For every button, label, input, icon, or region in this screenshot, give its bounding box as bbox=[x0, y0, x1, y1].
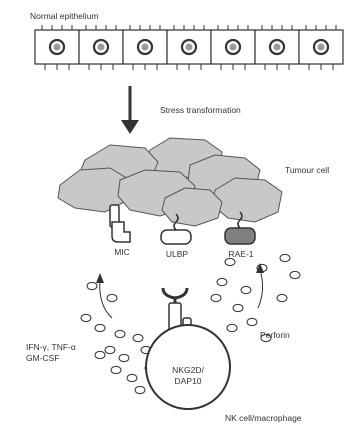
label-ulbp: ULBP bbox=[166, 249, 188, 259]
label-tumour-cell: Tumour cell bbox=[285, 165, 329, 175]
perforin-granule bbox=[217, 278, 227, 285]
perforin-granule bbox=[227, 324, 237, 331]
cytokine-granule bbox=[115, 330, 125, 337]
perforin-granule bbox=[233, 304, 243, 311]
label-receptor-line2: DAP10 bbox=[175, 376, 202, 386]
epithelial-cell bbox=[299, 25, 343, 70]
label-mic: MIC bbox=[114, 247, 130, 257]
perforin-granule bbox=[241, 286, 251, 293]
perforin-granule bbox=[277, 294, 287, 301]
cytokine-granule bbox=[119, 354, 129, 361]
cytokine-granules bbox=[81, 282, 155, 393]
perforin-granule bbox=[280, 254, 290, 261]
cytokine-granule bbox=[111, 366, 121, 373]
cytokine-granule bbox=[135, 386, 145, 393]
cytokine-granule bbox=[133, 334, 143, 341]
epithelium-row bbox=[35, 25, 343, 70]
epithelial-cell bbox=[35, 25, 79, 70]
label-perforin: Perforin bbox=[260, 330, 290, 340]
epithelial-cell bbox=[167, 25, 211, 70]
label-receptor-line1: NKG2D/ bbox=[172, 365, 204, 375]
label-normal-epithelium: Normal epithelium bbox=[30, 11, 99, 21]
cytokine-granule bbox=[87, 282, 97, 289]
epithelial-cell bbox=[211, 25, 255, 70]
cytokine-granule bbox=[95, 324, 105, 331]
cytokine-granule bbox=[95, 351, 105, 358]
cytokine-granule bbox=[81, 314, 91, 321]
mic-ligand bbox=[110, 205, 130, 242]
stress-arrow bbox=[121, 86, 139, 134]
cytokine-granule bbox=[105, 346, 115, 353]
tumour-cell-cluster bbox=[58, 138, 282, 226]
label-cytokines-line2: GM-CSF bbox=[26, 353, 60, 363]
perforin-granule bbox=[211, 294, 221, 301]
cytokine-granule bbox=[107, 294, 117, 301]
label-stress-transformation: Stress transformation bbox=[160, 105, 241, 115]
perforin-granule bbox=[247, 318, 257, 325]
perforin-granule bbox=[225, 258, 235, 265]
epithelial-cell bbox=[123, 25, 167, 70]
label-nk-cell: NK cell/macrophage bbox=[225, 413, 302, 423]
label-cytokines-line1: IFN-γ, TNF-α bbox=[26, 342, 76, 352]
perforin-granules bbox=[211, 254, 300, 341]
epithelial-cell bbox=[255, 25, 299, 70]
nk-cell bbox=[146, 288, 230, 409]
label-rae1: RAE-1 bbox=[228, 249, 253, 259]
perforin-granule bbox=[290, 271, 300, 278]
cytokine-granule bbox=[127, 374, 137, 381]
epithelial-cell bbox=[79, 25, 123, 70]
